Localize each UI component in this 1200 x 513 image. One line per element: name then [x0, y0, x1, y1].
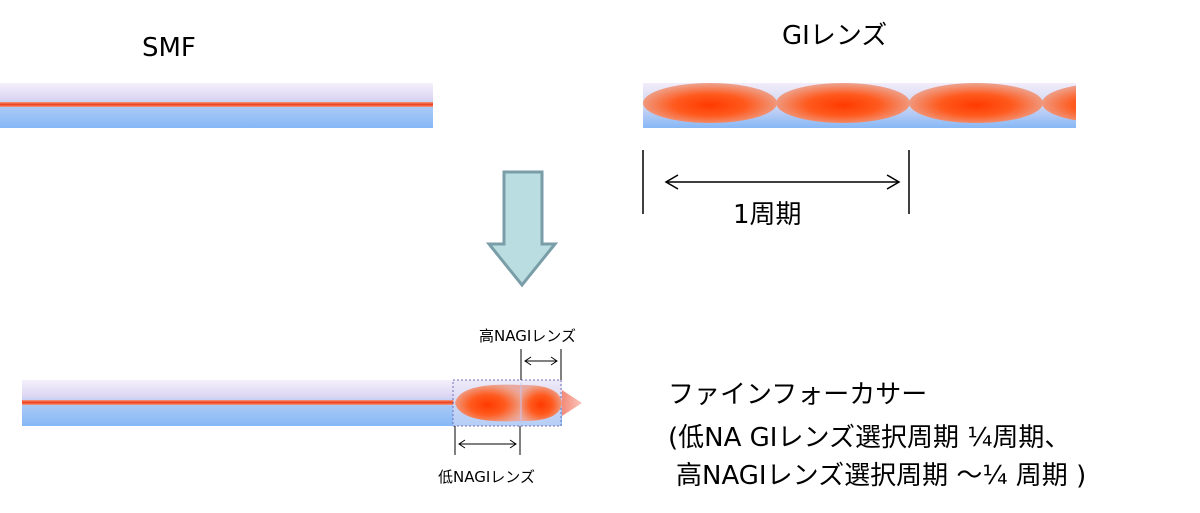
down-arrow-icon [485, 170, 559, 288]
gi-lens-segment-3 [909, 83, 1043, 123]
gi-lens-segment-2 [776, 83, 910, 123]
smf-fiber [0, 83, 433, 128]
smf-label: SMF [142, 33, 196, 63]
caption-line-2: (低NA GIレンズ選択周期 ¼周期、 [668, 423, 1070, 453]
low-na-gi-lens [455, 384, 520, 422]
gi-lens-segment-1 [643, 83, 777, 123]
low-na-gi-label: 低NAGIレンズ [438, 468, 535, 486]
period-marker [642, 150, 910, 214]
gi-lens-segment-4 [1042, 85, 1076, 121]
caption-line-3: 高NAGIレンズ選択周期 ～¼ 周期 ) [676, 461, 1086, 491]
gi-lens-label: GIレンズ [782, 21, 887, 51]
fine-focuser-fiber [22, 379, 582, 427]
high-na-gi-label: 高NAGIレンズ [479, 327, 576, 345]
low-na-dimension [454, 426, 521, 455]
focus-tip [562, 390, 582, 416]
caption-line-1: ファインフォーカサー [668, 380, 927, 410]
high-na-dimension [520, 349, 562, 380]
fine-focuser-caption: ファインフォーカサー (低NA GIレンズ選択周期 ¼周期、 高NAGIレンズ選… [668, 380, 1086, 491]
high-na-gi-lens [520, 384, 562, 422]
gi-lens-fiber [643, 83, 1076, 128]
period-label: 1周期 [733, 200, 802, 230]
